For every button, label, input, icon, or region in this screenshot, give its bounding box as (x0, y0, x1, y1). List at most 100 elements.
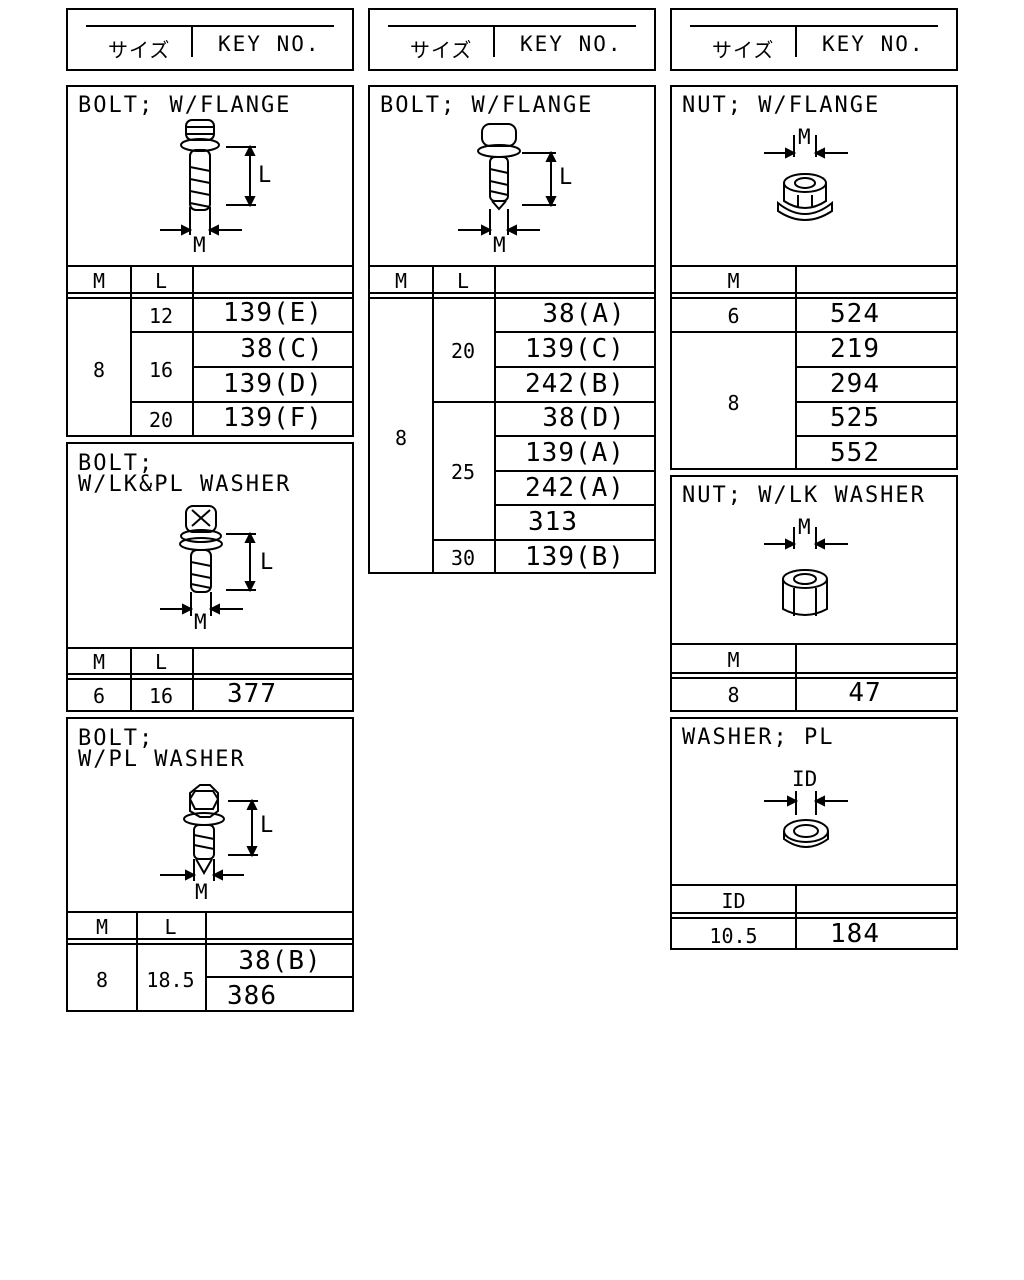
col-header-l: L (456, 269, 470, 293)
table-top-rule (672, 884, 956, 886)
col-rule (130, 647, 132, 710)
cell-l: 16 (148, 684, 174, 708)
cell-key: 139(C) (525, 334, 625, 364)
dim-m-label: M (493, 233, 506, 257)
table-head-rule (68, 673, 352, 680)
cell-key: 386 (227, 981, 277, 1011)
bolt-flange-drawing (458, 123, 557, 236)
part-title: NUT; W/LK WASHER (682, 483, 926, 508)
header-col-2: サイズ KEY NO. (368, 8, 656, 71)
cell-key: 38(B) (238, 946, 322, 976)
row-rule (192, 366, 352, 368)
cell-key: 219 (830, 334, 880, 364)
cell-key: 184 (830, 919, 880, 949)
col-header-m: M (394, 269, 408, 293)
dim-m-label: M (195, 880, 208, 904)
header-divider (795, 25, 797, 57)
nut-flange-drawing (764, 135, 848, 221)
header-size-label: サイズ (712, 38, 775, 62)
cell-m: 6 (92, 684, 106, 708)
bolt-lk-pl-drawing (160, 505, 256, 616)
header-key-label: KEY NO. (520, 32, 623, 56)
cell-key: 377 (227, 679, 277, 709)
col-header-l: L (154, 650, 168, 674)
cell-key: 552 (830, 438, 880, 468)
table-top-rule (672, 265, 956, 267)
table-top-rule (68, 647, 352, 649)
col-rule (205, 911, 207, 1010)
nut-lk-drawing (764, 527, 848, 616)
part-title: BOLT; W/LK&PL WASHER (78, 451, 292, 497)
panel-nut-flange: NUT; W/FLANGE M M 6 8 524 219 294 525 55… (670, 85, 958, 470)
table-head-rule (68, 938, 352, 945)
table-top-rule (68, 265, 352, 267)
cell-key: 38(D) (542, 403, 626, 433)
table-top-rule (370, 265, 654, 267)
table-top-rule (672, 643, 956, 645)
cell-m: 8 (95, 968, 109, 992)
part-title: BOLT; W/FLANGE (78, 93, 292, 118)
panel-nut-lk-washer: NUT; W/LK WASHER M M 8 47 (670, 475, 958, 712)
col-header-l: L (154, 269, 168, 293)
cell-m: 6 (727, 304, 740, 328)
table-head-rule (370, 292, 654, 299)
col-rule (192, 265, 194, 435)
row-rule (494, 331, 654, 333)
panel-bolt-lk-pl-washer: BOLT; W/LK&PL WASHER L M M L 6 16 377 (66, 442, 354, 712)
header-rule (86, 25, 334, 27)
col-rule (432, 265, 434, 572)
cell-key: 139(D) (223, 369, 323, 399)
row-rule (432, 539, 654, 541)
header-size-label: サイズ (410, 38, 473, 62)
cell-l: 18.5 (146, 968, 195, 992)
col-header-id: ID (721, 889, 746, 913)
dim-m-label: M (798, 515, 811, 539)
dim-l-label: L (260, 550, 274, 575)
cell-key: 139(A) (525, 438, 625, 468)
col-header-l: L (164, 915, 177, 939)
row-rule (130, 401, 352, 403)
dim-m-label: M (193, 233, 206, 257)
dim-id-label: ID (792, 767, 818, 791)
part-title: BOLT; W/PL WASHER (78, 726, 246, 772)
table-head-rule (672, 292, 956, 299)
header-key-label: KEY NO. (822, 32, 925, 56)
header-rule (388, 25, 636, 27)
col-rule (795, 884, 797, 948)
table-head-rule (672, 672, 956, 679)
table-top-rule (68, 911, 352, 913)
col-rule (130, 265, 132, 435)
row-rule (130, 331, 352, 333)
cell-l: 30 (450, 546, 476, 570)
header-rule (690, 25, 938, 27)
cell-l: 20 (450, 339, 476, 363)
col-header-m: M (727, 648, 740, 672)
cell-key: 139(B) (525, 542, 625, 572)
bolt-flange-drawing (160, 119, 256, 236)
col-rule (136, 911, 138, 1010)
cell-key: 242(B) (525, 369, 625, 399)
panel-bolt-flange-a: BOLT; W/FLANGE L M M L 8 12 16 20 139(E)… (66, 85, 354, 437)
row-rule (672, 331, 956, 333)
row-rule (795, 366, 956, 368)
cell-l: 16 (148, 358, 174, 382)
panel-bolt-flange-b: BOLT; W/FLANGE L M M L 8 20 25 30 38(A) … (368, 85, 656, 574)
row-rule (795, 435, 956, 437)
row-rule (494, 366, 654, 368)
cell-m: 8 (727, 683, 740, 707)
dim-l-label: L (559, 165, 573, 190)
header-col-1: サイズ KEY NO. (66, 8, 354, 71)
dim-m-label: M (194, 610, 207, 634)
cell-key: 47 (848, 678, 882, 708)
cell-key: 313 (528, 507, 578, 537)
row-rule (494, 504, 654, 506)
header-divider (191, 25, 193, 57)
row-rule (494, 470, 654, 472)
washer-drawing (764, 791, 848, 848)
cell-key: 242(A) (525, 473, 625, 503)
cell-id: 10.5 (709, 924, 758, 948)
cell-m: 8 (394, 426, 408, 450)
cell-key: 139(F) (223, 403, 323, 433)
cell-key: 525 (830, 403, 880, 433)
col-header-m: M (727, 269, 740, 293)
